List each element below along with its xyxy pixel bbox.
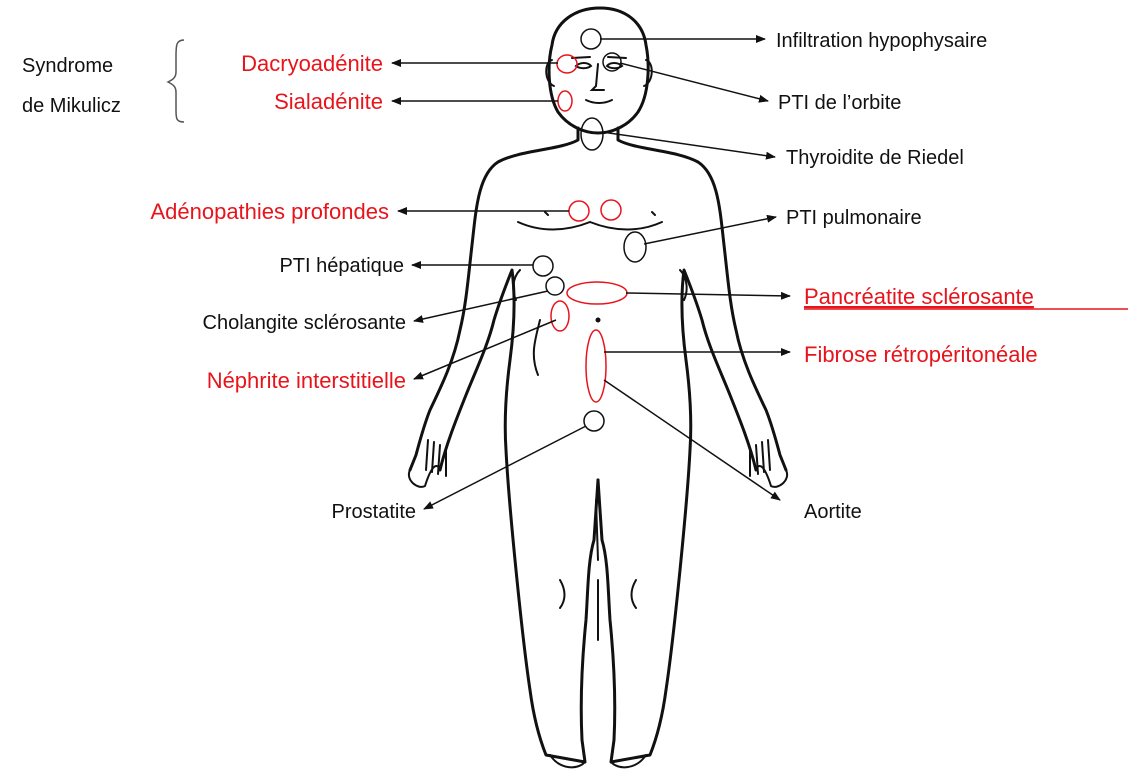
group-label-line1: Syndrome	[22, 55, 113, 77]
salivary-gland-marker	[558, 91, 572, 111]
label-infiltration: Infiltration hypophysaire	[776, 30, 987, 52]
label-adenopathies: Adénopathies profondes	[150, 199, 389, 224]
lymph-node-marker-1	[569, 201, 589, 221]
pituitary-marker	[581, 29, 601, 49]
label-cholangite: Cholangite sclérosante	[203, 312, 406, 334]
navel	[596, 318, 601, 323]
left-body-contour	[410, 128, 598, 762]
group-label-line2: de Mikulicz	[22, 95, 121, 117]
label-thyroidite: Thyroidite de Riedel	[786, 147, 964, 169]
leader-pancreatite	[626, 293, 790, 296]
label-aortite: Aortite	[804, 501, 862, 523]
retroperitoneum-marker	[586, 330, 606, 402]
lacrimal-gland-marker	[557, 55, 577, 73]
mikulicz-brace	[168, 40, 184, 122]
legs-details	[550, 500, 646, 767]
liver-marker	[533, 256, 553, 276]
left-labels: Syndrome de Mikulicz Dacryoadénite Siala…	[22, 40, 416, 523]
label-prostatite: Prostatite	[332, 501, 416, 523]
right-body-contour	[598, 128, 786, 762]
label-pti-hepatique: PTI hépatique	[279, 255, 404, 277]
label-nephrite: Néphrite interstitielle	[207, 368, 406, 393]
head-outline	[549, 8, 648, 133]
label-pti-pulmonaire: PTI pulmonaire	[786, 207, 922, 229]
lung-marker	[624, 232, 646, 262]
leader-cholang	[414, 291, 548, 321]
leader-aortite	[604, 380, 780, 500]
pancreas-marker	[567, 282, 627, 304]
label-sialadenite: Sialadénite	[274, 89, 383, 114]
label-fibrose: Fibrose rétropéritonéale	[804, 342, 1038, 367]
bile-duct-marker	[546, 277, 564, 295]
label-pti-orbite: PTI de l’orbite	[778, 92, 901, 114]
right-labels: Infiltration hypophysaire PTI de l’orbit…	[776, 30, 1128, 523]
leader-lines	[392, 39, 790, 509]
leader-pti-pulm	[644, 217, 776, 244]
prostate-marker	[584, 411, 604, 431]
lymph-node-marker-2	[601, 200, 621, 220]
body-outline	[409, 8, 787, 767]
label-pancreatite: Pancréatite sclérosante	[804, 284, 1034, 309]
label-dacryoadenite: Dacryoadénite	[241, 51, 383, 76]
kidney-marker	[551, 301, 569, 331]
face-features	[572, 57, 626, 103]
leader-orbite	[620, 63, 768, 101]
